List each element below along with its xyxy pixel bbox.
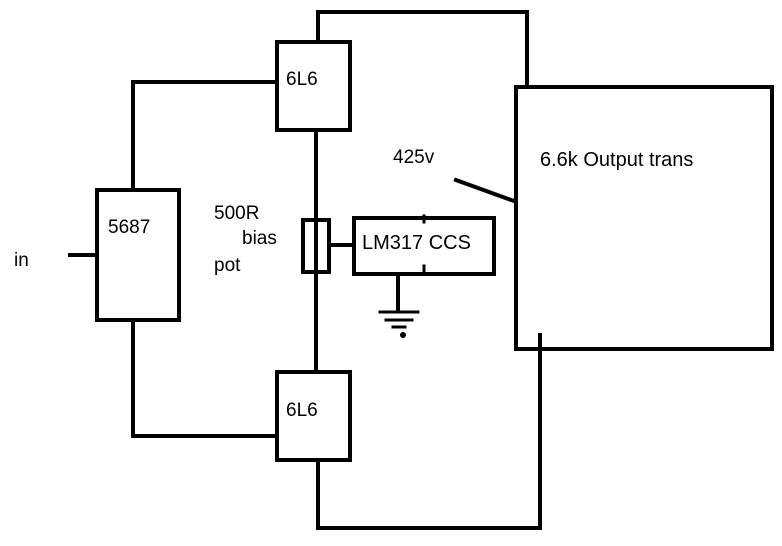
tube-5687-box [95,188,181,322]
tube-5687-label: 5687 [108,217,151,238]
ground-icon [378,310,420,338]
wire-driver-to-upper-tube [131,80,279,192]
wire-driver-to-lower-tube [131,318,279,438]
input-label: in [14,250,29,271]
tube-6l6-upper-label: 6L6 [286,69,318,90]
wire-425v-tap [453,177,517,204]
wire-bottom-loop [316,333,542,530]
voltage-label: 425v [393,147,435,168]
wire-top-loop [316,10,529,89]
pot-pot-label: pot [214,255,241,276]
tube-6l6-lower-label: 6L6 [286,400,318,421]
output-transformer-box [514,85,774,351]
ccs-label: LM317 CCS [362,232,471,254]
pot-value-label: 500R [214,203,260,224]
transformer-label: 6.6k Output trans [540,149,694,171]
wires [68,10,542,530]
pot-bias-label: bias [242,228,277,249]
tube-6l6-lower-box [275,370,352,462]
tube-6l6-upper-box [275,40,352,132]
